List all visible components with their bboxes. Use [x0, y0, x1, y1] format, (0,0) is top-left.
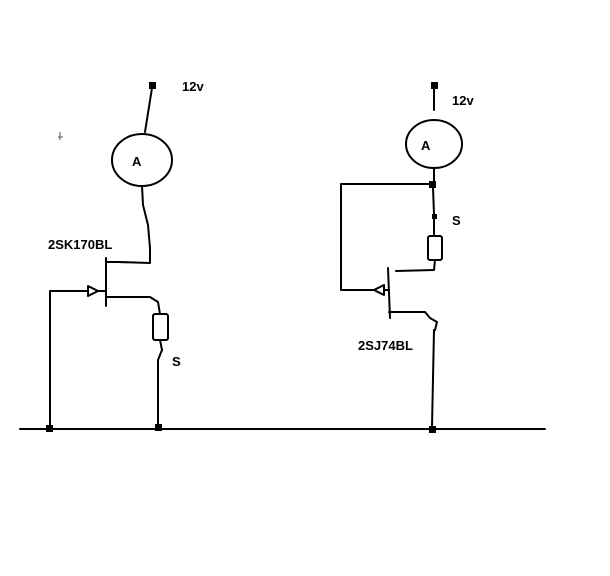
left-ammeter [111, 133, 173, 187]
left-gate-wire [49, 290, 89, 430]
right-supply-label: 12v [452, 93, 474, 108]
left-circuit: 12v A 2SK170BL S [48, 79, 204, 430]
right-circuit: 12v A S 2SJ74BL [340, 82, 474, 428]
right-ammeter [405, 119, 463, 169]
ground-node-right [429, 426, 436, 433]
right-gate-wire [340, 183, 433, 291]
left-drain-wire [117, 185, 151, 264]
right-jfet-drain-wire [388, 311, 438, 331]
left-supply-terminal [149, 82, 156, 89]
right-small-node [432, 214, 437, 219]
left-resistor-to-ground [157, 339, 163, 427]
right-source-resistor [427, 235, 443, 261]
left-supply-wire [144, 87, 153, 133]
left-transistor-label: 2SK170BL [48, 237, 112, 252]
left-supply-label: 12v [182, 79, 204, 94]
left-gate-arrow [87, 285, 99, 297]
left-resistor-label: S [172, 354, 181, 369]
right-drain-to-ground [431, 329, 435, 428]
left-source-resistor [152, 313, 169, 341]
left-jfet-source-wire [105, 296, 161, 315]
right-ammeter-label: A [421, 138, 431, 153]
right-node-lead [432, 187, 435, 215]
right-gate-arrow [373, 284, 385, 296]
ground-node-center [155, 424, 162, 431]
right-supply-terminal [431, 82, 438, 89]
right-source-wire [395, 259, 436, 272]
left-ammeter-label: A [132, 154, 142, 169]
right-jfet-channel [387, 267, 391, 319]
right-resistor-label: S [452, 213, 461, 228]
right-transistor-label: 2SJ74BL [358, 338, 413, 353]
